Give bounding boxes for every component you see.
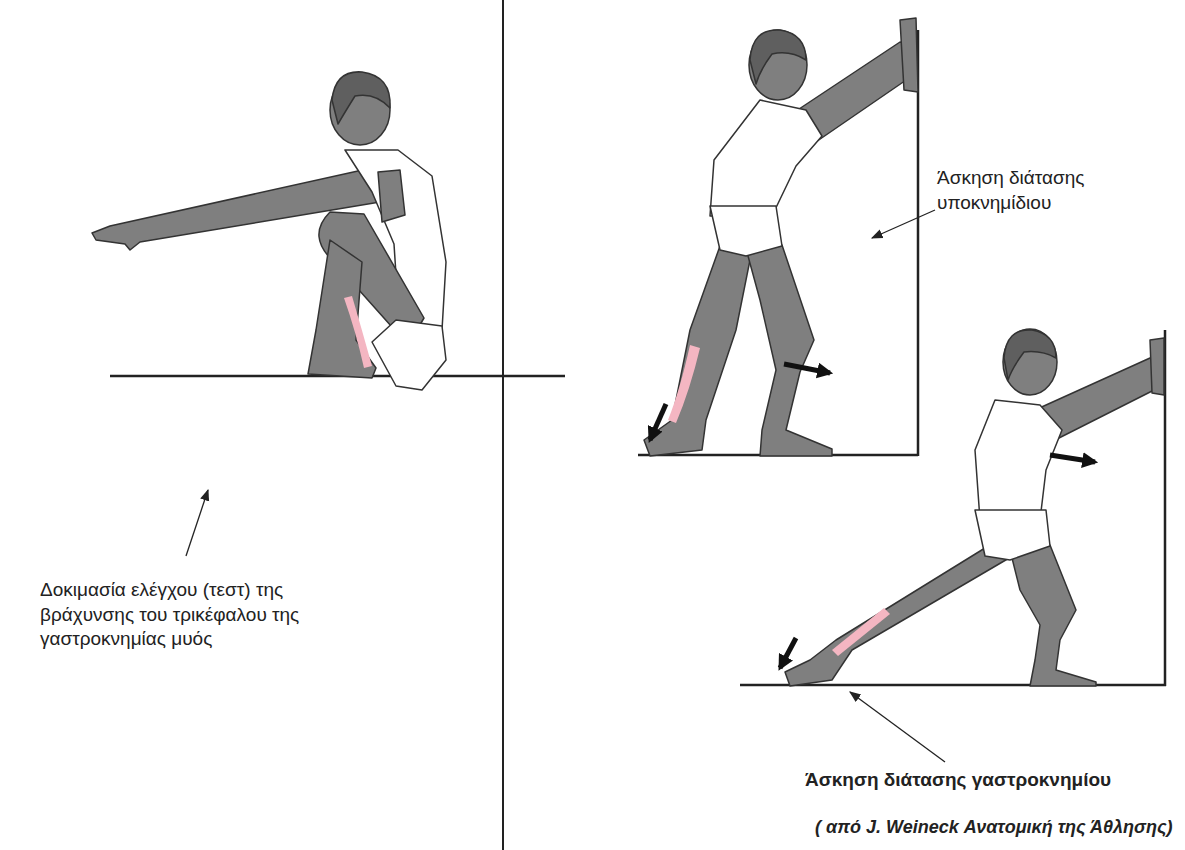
motion-arrow [650,404,666,440]
calf-muscle [344,296,372,368]
hair [1004,330,1056,380]
head [1003,329,1057,395]
motion-arrow [1050,455,1095,462]
head [749,30,807,100]
motion-arrow [784,364,830,373]
shirt [975,400,1062,520]
back-leg [785,548,1016,686]
divider-line [502,0,504,850]
shirt [710,100,822,216]
leader-arrow [186,490,208,556]
front-leg [1010,545,1096,686]
calf-muscle [668,345,700,423]
motion-arrow [780,638,796,668]
exercise-label: Άσκηση διάτασης γαστροκνημίου [805,768,1111,793]
exercise-label: Άσκηση διάτασης υποκνημίδιου [937,166,1137,215]
source-caption: ( από J. Weineck Ανατομική της Άθλησης) [815,816,1173,839]
shorts [975,510,1050,560]
shorts [710,206,782,256]
calf-muscle [832,608,890,656]
hand [900,18,918,92]
leader-arrow [850,692,945,762]
hand [1150,338,1164,395]
shorts [372,320,446,390]
hair [750,30,806,84]
shin [308,240,376,378]
front-leg [745,245,832,456]
back-leg [644,246,752,456]
soleus-stretch-figure [644,18,918,456]
squat-figure [92,72,446,390]
upper-arm [378,170,405,222]
test-label: Δοκιμασία ελέγχου (τεστ) της βράχυνσης τ… [40,578,340,652]
leader-arrow [872,210,935,238]
gastrocnemius-stretch-figure [785,329,1164,686]
hair [332,72,390,124]
wall-line [917,30,920,456]
